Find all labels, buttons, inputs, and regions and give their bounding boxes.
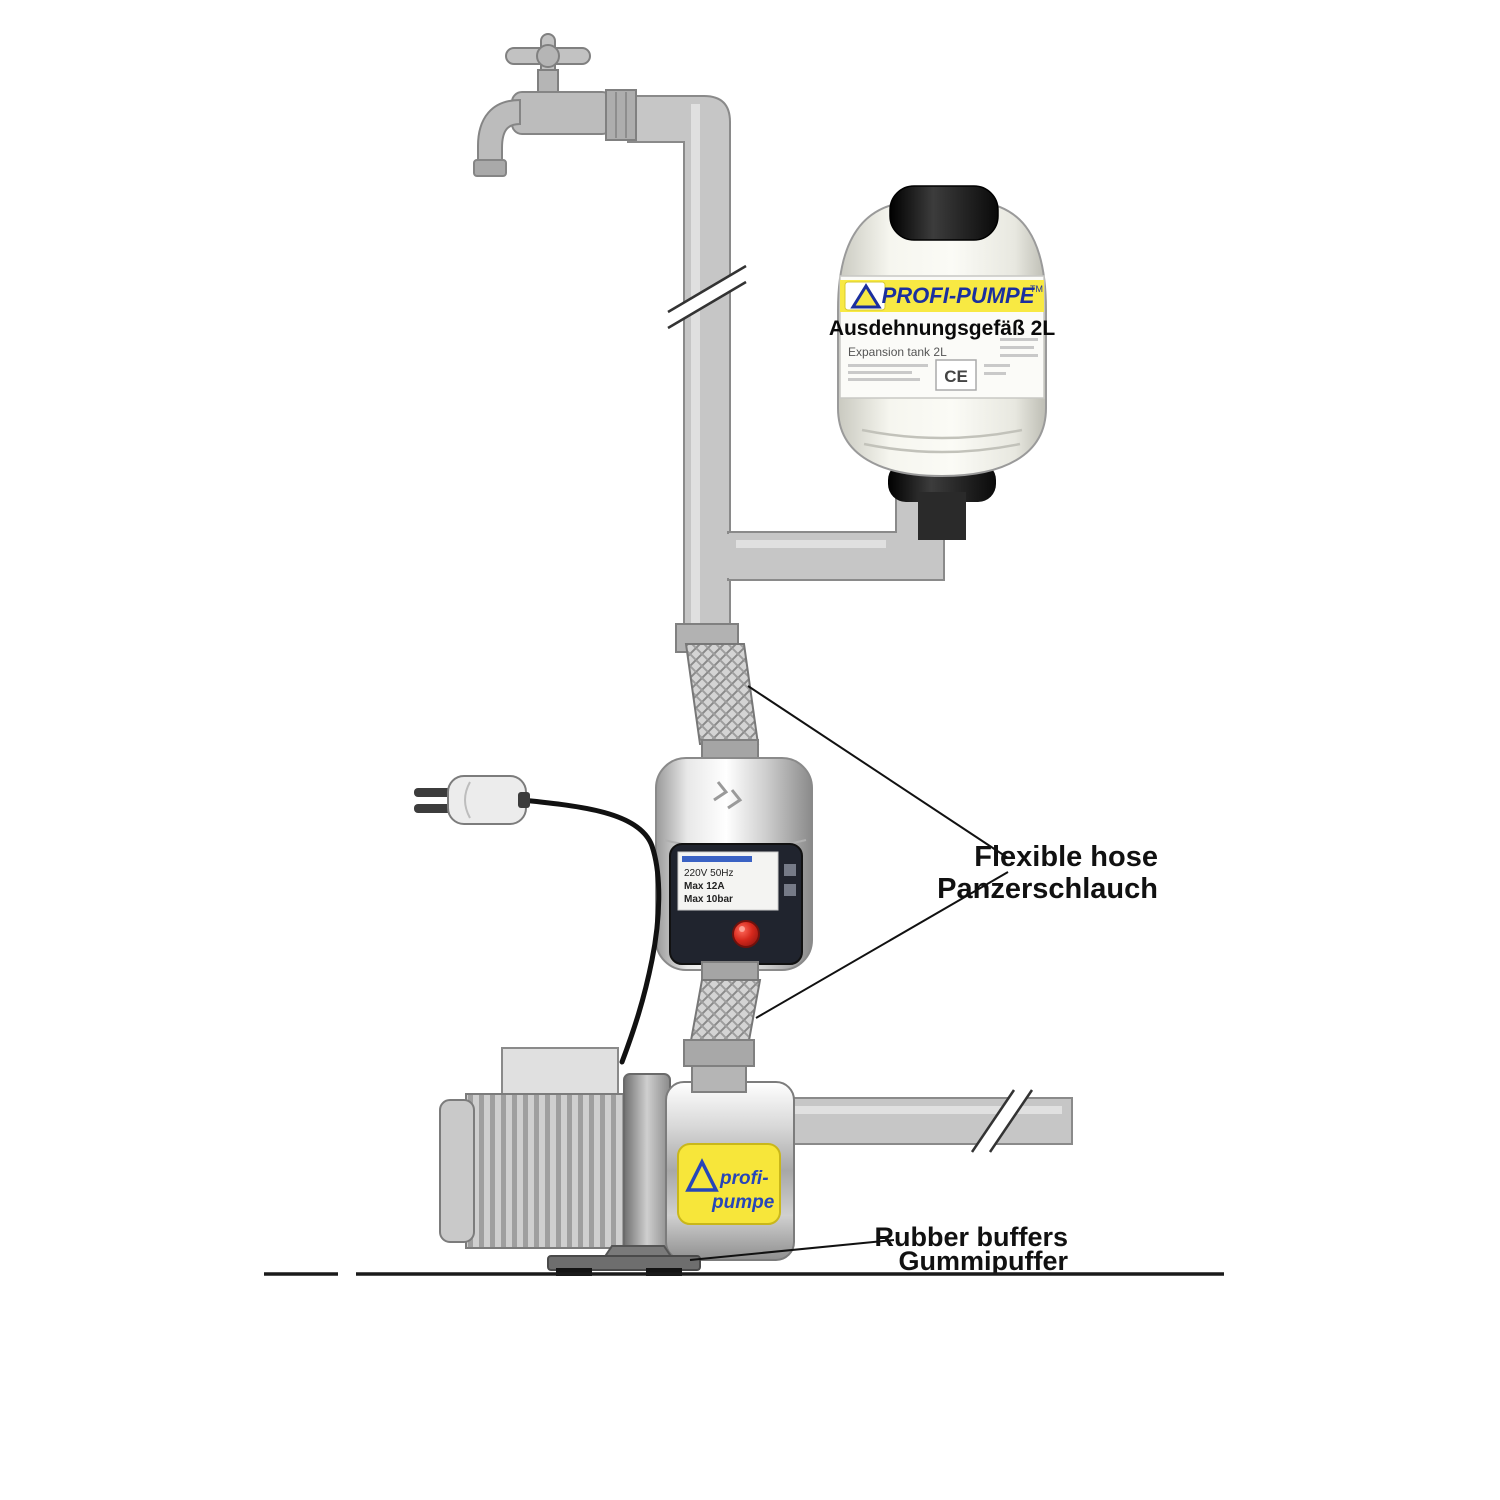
- ce-mark-box: [935, 359, 977, 391]
- faucet-icon: [473, 33, 637, 177]
- label-flexible-hose-de: Panzerschlauch: [937, 873, 1158, 905]
- fine-print-bar: [1000, 354, 1038, 357]
- fine-print-bar: [848, 364, 928, 367]
- pipe-break-symbol-top: [667, 264, 747, 330]
- ce-mark-text: CE: [944, 367, 968, 386]
- motor-fins: [465, 1093, 627, 1249]
- motor-end-cap: [439, 1099, 475, 1243]
- faucet-nozzle: [473, 159, 507, 177]
- pump-flange: [623, 1073, 671, 1265]
- label-flexible-hose-en: Flexible hose: [974, 841, 1158, 873]
- vessel-tm-text: TM: [1030, 284, 1043, 294]
- rubber-buffer: [646, 1268, 682, 1276]
- label-header-bar: [682, 856, 752, 862]
- leader-line-hose-upper: [747, 685, 1009, 859]
- power-cable: [519, 797, 662, 1065]
- chevron-mark-icon: [727, 789, 743, 810]
- controller-spec2: Max 12A: [684, 881, 725, 892]
- panel-mark-icon: [784, 864, 796, 876]
- annotations: Flexible hose Panzerschlauch Rubber buff…: [264, 685, 1224, 1276]
- fine-print-bar: [984, 372, 1006, 375]
- vessel-subtitle-text: Expansion tank 2L: [848, 345, 947, 359]
- pump-logo-line2: pumpe: [711, 1192, 775, 1213]
- fine-print-bar: [848, 378, 920, 381]
- panel-mark-icon: [784, 884, 796, 896]
- pipe-highlight: [792, 1106, 1062, 1114]
- pipe-horizontal: [779, 1097, 1073, 1145]
- break-gap: [974, 1088, 1034, 1150]
- vessel-product-text: Ausdehnungsgefäß 2L: [829, 317, 1056, 340]
- plug-pin: [414, 804, 452, 813]
- break-gap: [670, 266, 744, 326]
- flexible-hose-upper: [675, 623, 760, 745]
- fine-print-bar: [984, 364, 1010, 367]
- logo-triangle-icon: [685, 1158, 719, 1192]
- pipe-joint-fill: [727, 534, 735, 578]
- pipe-highlight: [691, 104, 700, 644]
- faucet-spout: [477, 98, 521, 165]
- jet-pump: profi- pumpe: [439, 1039, 795, 1276]
- break-line: [970, 1089, 1016, 1153]
- button-highlight: [739, 926, 745, 932]
- inlet-nut: [683, 1039, 755, 1067]
- label-rubber-buffers-de: Gummipuffer: [898, 1246, 1068, 1276]
- vessel-bottom-stem: [918, 492, 966, 540]
- cable-grommet: [518, 792, 530, 808]
- vessel-label: PROFI-PUMPE TM Ausdehnungsgefäß 2L Expan…: [829, 275, 1056, 399]
- rubber-buffer: [556, 1268, 592, 1276]
- fine-print-bar: [1000, 346, 1034, 349]
- pipe-run-vertical: [627, 95, 731, 653]
- leader-line-hose-lower: [755, 871, 1009, 1019]
- foot-base: [547, 1255, 701, 1271]
- vessel-top-cap: [889, 185, 999, 241]
- faucet-handle-hub: [536, 44, 560, 68]
- break-line: [988, 1089, 1034, 1153]
- vessel-ridge: [861, 428, 1023, 440]
- braided-hose: [688, 979, 762, 1047]
- break-line: [667, 264, 747, 314]
- pipe-elbow-vertical: [627, 95, 731, 653]
- pump-logo-line1: profi-: [719, 1168, 769, 1189]
- plug-pin: [414, 788, 452, 797]
- plug-body: [447, 775, 527, 825]
- pressure-controller: 220V 50Hz Max 12A Max 10bar: [655, 739, 813, 985]
- outlet-pipe: [779, 1088, 1073, 1153]
- chevron-mark-icon: [713, 781, 729, 802]
- pump-foot: [547, 1245, 701, 1276]
- braided-hose: [684, 643, 760, 745]
- leader-line-buffers: [689, 1239, 895, 1261]
- break-line: [667, 280, 747, 330]
- controller-spec3: Max 10bar: [684, 894, 733, 905]
- pump-logo-badge: profi- pumpe: [677, 1143, 781, 1225]
- vessel-ridge: [863, 442, 1021, 454]
- controller-spec1: 220V 50Hz: [684, 868, 733, 879]
- fine-print-bar: [1000, 338, 1038, 341]
- pipe-highlight: [736, 540, 886, 548]
- reset-button[interactable]: [732, 920, 760, 948]
- label-rubber-buffers-en: Rubber buffers: [874, 1222, 1068, 1252]
- faucet-coupling: [605, 89, 637, 141]
- expansion-vessel: PROFI-PUMPE TM Ausdehnungsgefäß 2L Expan…: [829, 185, 1056, 540]
- fine-print-bar: [848, 371, 912, 374]
- vessel-brand-text: PROFI-PUMPE: [882, 283, 1036, 308]
- plug-seam: [464, 781, 471, 819]
- faucet-body: [511, 91, 613, 135]
- power-plug-and-cable: [414, 775, 662, 1065]
- terminal-box: [501, 1047, 619, 1097]
- flexible-hose-lower: [688, 979, 762, 1047]
- brand-triangle-icon: [850, 283, 882, 309]
